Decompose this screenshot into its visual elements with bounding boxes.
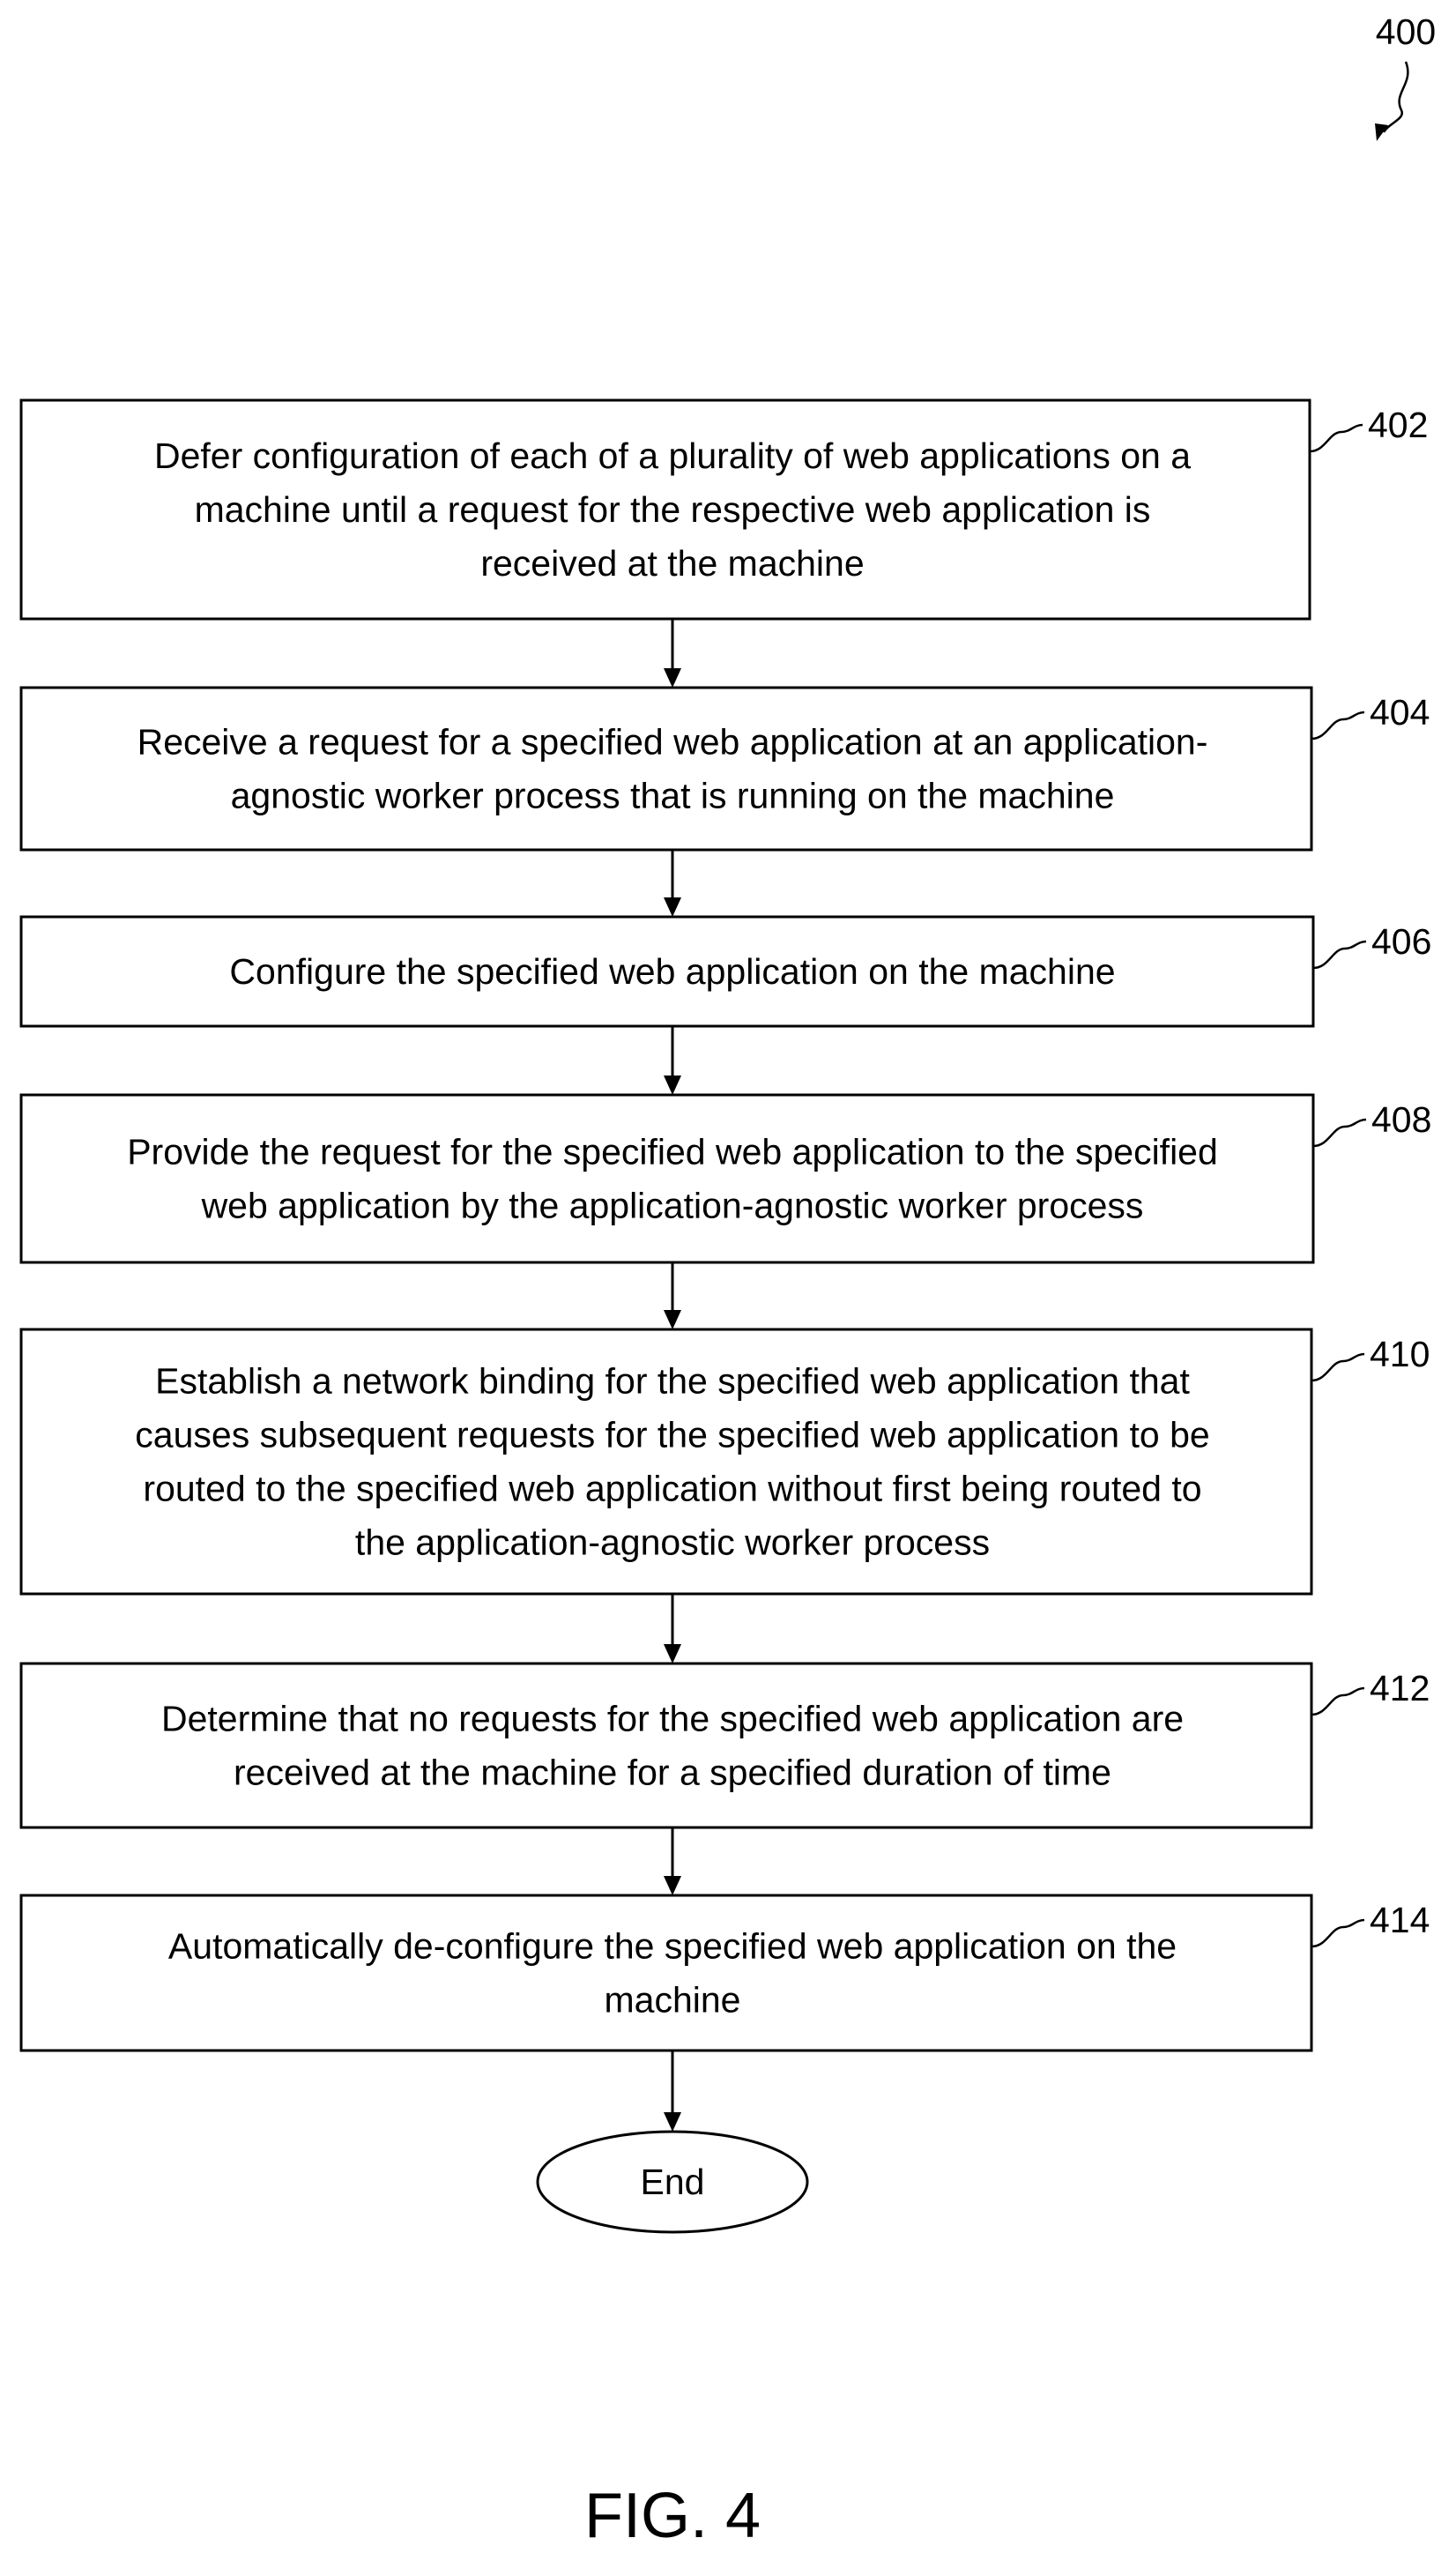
figure-reference-squiggle — [1384, 62, 1408, 132]
step-404: Receive a request for a specified web ap… — [21, 688, 1430, 850]
figure-reference-arrowhead — [1375, 123, 1388, 141]
step-text-line: Configure the specified web application … — [229, 951, 1115, 992]
reference-leader — [1311, 1688, 1364, 1715]
step-reference-number: 404 — [1370, 692, 1430, 733]
connector-arrowhead — [664, 668, 681, 688]
figure-reference-number: 400 — [1376, 11, 1436, 52]
step-reference-number: 410 — [1370, 1334, 1430, 1374]
step-box — [21, 1095, 1313, 1262]
connector-arrowhead — [664, 2112, 681, 2132]
step-412: Determine that no requests for the speci… — [21, 1664, 1430, 1827]
step-reference-number: 406 — [1371, 921, 1431, 962]
step-text-line: causes subsequent requests for the speci… — [135, 1415, 1209, 1455]
reference-leader — [1311, 1354, 1364, 1381]
step-text-line: received at the machine for a specified … — [234, 1753, 1111, 1793]
end-label: End — [641, 2162, 705, 2202]
connector-arrowhead — [664, 897, 681, 917]
figure-caption: FIG. 4 — [584, 2481, 761, 2551]
step-reference-number: 402 — [1368, 405, 1428, 445]
step-text-line: machine — [605, 1980, 741, 2021]
step-text-line: routed to the specified web application … — [143, 1469, 1201, 1509]
step-text-line: Establish a network binding for the spec… — [155, 1361, 1190, 1402]
step-text-line: the application-agnostic worker process — [355, 1522, 990, 1563]
end-terminal: End — [538, 2132, 807, 2232]
step-text-line: agnostic worker process that is running … — [231, 776, 1115, 816]
steps-layer: Defer configuration of each of a plurali… — [21, 400, 1431, 2051]
step-text-line: web application by the application-agnos… — [201, 1186, 1144, 1226]
step-text-line: Determine that no requests for the speci… — [161, 1699, 1184, 1739]
step-text-line: Receive a request for a specified web ap… — [137, 722, 1208, 763]
reference-leader — [1311, 1920, 1364, 1946]
reference-leader — [1310, 425, 1363, 451]
step-text-line: Automatically de-configure the specified… — [168, 1926, 1177, 1967]
reference-leader — [1313, 942, 1366, 968]
reference-leader — [1311, 712, 1364, 739]
step-reference-number: 408 — [1371, 1099, 1431, 1140]
step-text-line: Provide the request for the specified we… — [127, 1132, 1218, 1172]
step-box — [21, 1664, 1311, 1827]
figure-reference: 400 — [1375, 11, 1436, 141]
connector-arrowhead — [664, 1310, 681, 1329]
step-reference-number: 412 — [1370, 1668, 1430, 1708]
connector-arrowhead — [664, 1076, 681, 1095]
step-text-line: received at the machine — [480, 543, 864, 584]
connector-arrowhead — [664, 1876, 681, 1895]
step-text-line: Defer configuration of each of a plurali… — [154, 435, 1191, 476]
step-box — [21, 1895, 1311, 2051]
reference-leader — [1313, 1120, 1366, 1146]
step-414: Automatically de-configure the specified… — [21, 1895, 1430, 2051]
step-box — [21, 688, 1311, 850]
connector-arrowhead — [664, 1644, 681, 1664]
step-reference-number: 414 — [1370, 1900, 1430, 1940]
step-406: Configure the specified web application … — [21, 917, 1431, 1026]
step-text-line: machine until a request for the respecti… — [195, 489, 1151, 530]
step-410: Establish a network binding for the spec… — [21, 1329, 1430, 1594]
step-408: Provide the request for the specified we… — [21, 1095, 1431, 1262]
step-402: Defer configuration of each of a plurali… — [21, 400, 1428, 619]
